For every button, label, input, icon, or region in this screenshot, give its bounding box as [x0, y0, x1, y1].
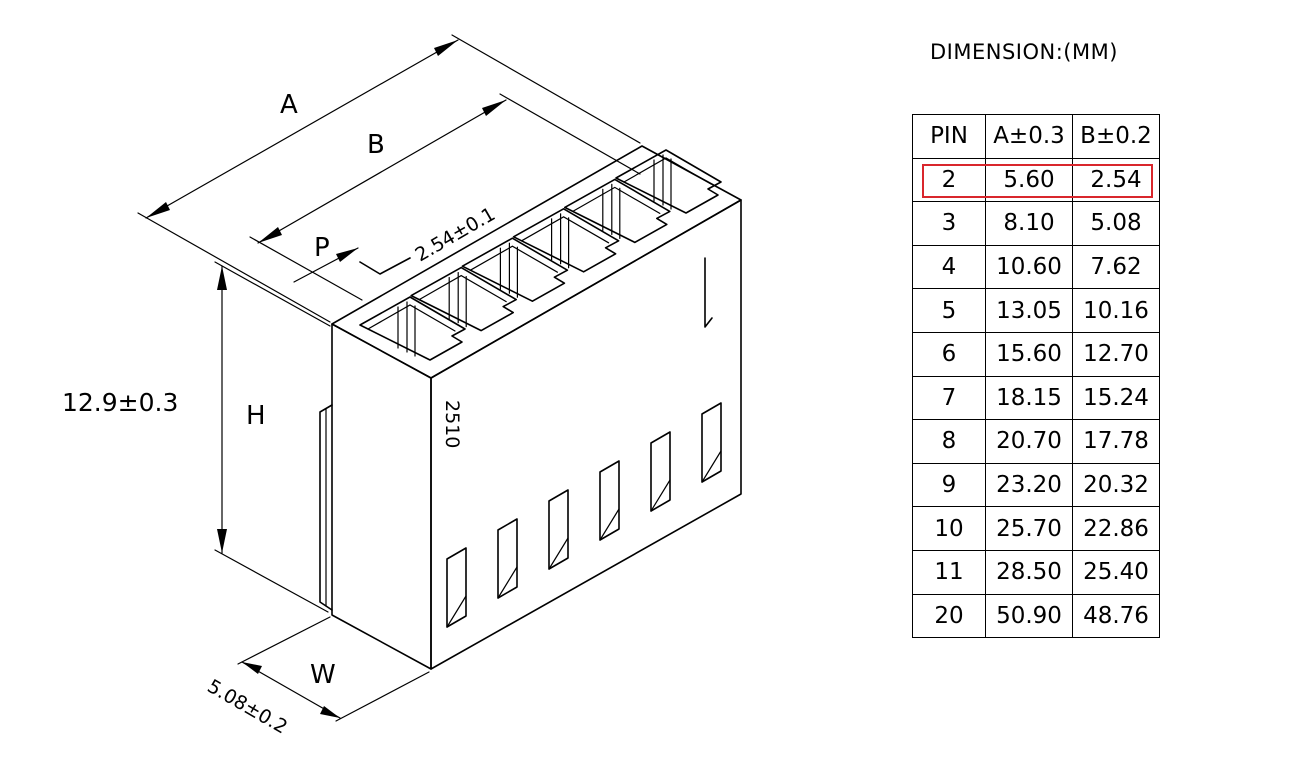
side-window	[701, 402, 722, 483]
cell-b: 25.40	[1072, 549, 1160, 595]
side-windows	[446, 402, 722, 628]
dim-h-label: H	[246, 401, 266, 431]
latch-mark	[704, 257, 713, 328]
cell-b: 2.54	[1072, 157, 1160, 203]
header-b: B±0.2	[1072, 114, 1160, 159]
cell-pin: 4	[912, 244, 986, 290]
cell-a: 8.10	[985, 201, 1073, 246]
dim-a-label: A	[280, 90, 298, 120]
cell-b: 15.24	[1072, 375, 1160, 421]
cell-pin: 20	[912, 593, 986, 639]
pin-cavity	[410, 266, 518, 332]
header-pin: PIN	[912, 114, 986, 159]
cell-a: 13.05	[985, 288, 1073, 333]
cell-pin: 5	[912, 288, 986, 333]
cell-pin: 7	[912, 375, 986, 421]
pin-cavity	[512, 208, 620, 273]
dim-p-label: P	[314, 233, 330, 263]
cell-a: 25.70	[985, 506, 1073, 551]
pin-cavity	[564, 178, 671, 244]
cell-pin: 6	[912, 331, 986, 377]
dimension-table-title: DIMENSION:(MM)	[930, 40, 1118, 64]
cell-a: 23.20	[985, 462, 1073, 508]
cell-a: 5.60	[985, 157, 1073, 203]
cell-pin: 11	[912, 549, 986, 595]
dim-b-label: B	[367, 130, 385, 160]
cell-a: 10.60	[985, 244, 1073, 290]
cell-b: 12.70	[1072, 331, 1160, 377]
cell-pin: 2	[912, 157, 986, 203]
part-marking: 2510	[441, 400, 463, 448]
side-window	[650, 431, 671, 512]
dimension-a: A	[137, 34, 641, 323]
side-window	[548, 489, 569, 570]
side-window	[497, 518, 518, 599]
pin-cavity	[615, 149, 722, 214]
pitch-leader	[359, 257, 411, 275]
front-face	[331, 323, 432, 670]
dimension-w: W 5.08±0.2	[204, 616, 430, 739]
cell-a: 20.70	[985, 419, 1073, 464]
cell-b: 20.32	[1072, 462, 1160, 508]
cell-b: 22.86	[1072, 506, 1160, 551]
pin-cavities	[359, 149, 722, 361]
top-face	[331, 145, 742, 379]
cell-b: 48.76	[1072, 593, 1160, 639]
pin-cavity	[359, 296, 466, 361]
cell-pin: 10	[912, 506, 986, 551]
width-label: 5.08±0.2	[204, 675, 292, 738]
cell-a: 15.60	[985, 331, 1073, 377]
cell-b: 5.08	[1072, 201, 1160, 246]
dimension-b: B	[249, 93, 641, 301]
height-label: 12.9±0.3	[62, 388, 178, 417]
connector-body	[319, 145, 742, 670]
table-header-row: PIN A±0.3 B±0.2	[912, 114, 1160, 159]
cell-pin: 9	[912, 462, 986, 508]
cell-pin: 8	[912, 419, 986, 464]
header-a: A±0.3	[985, 114, 1073, 159]
dimension-h: H 12.9±0.3	[62, 261, 331, 613]
cell-b: 7.62	[1072, 244, 1160, 290]
side-window	[599, 460, 620, 541]
cell-pin: 3	[912, 201, 986, 246]
dim-w-label: W	[310, 660, 336, 690]
cell-a: 18.15	[985, 375, 1073, 421]
cell-b: 17.78	[1072, 419, 1160, 464]
cell-b: 10.16	[1072, 288, 1160, 333]
cell-a: 28.50	[985, 549, 1073, 595]
dimension-p: P 2.54±0.1	[293, 203, 499, 283]
pin-cavity	[461, 237, 569, 303]
side-window	[446, 547, 467, 628]
cell-a: 50.90	[985, 593, 1073, 639]
